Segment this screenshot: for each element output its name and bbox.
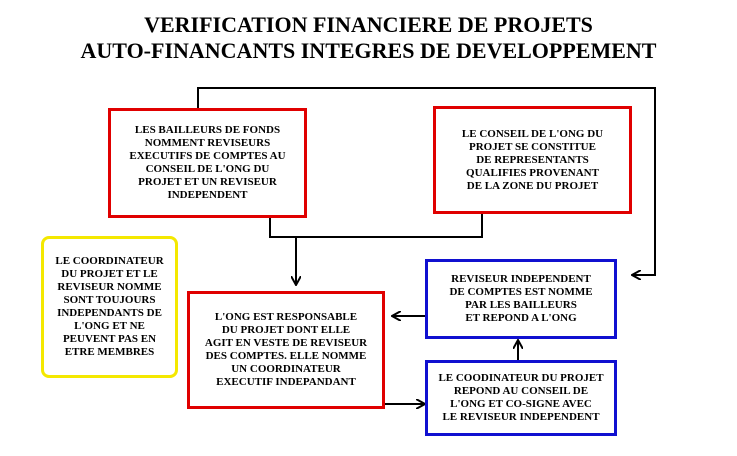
box-coordinateur-note: LE COORDINATEUR DU PROJET ET LE REVISEUR…	[41, 236, 178, 378]
connector-bailleurs-to-reviseur	[197, 87, 656, 275]
box-ong: L'ONG EST RESPONSABLE DU PROJET DONT ELL…	[187, 291, 385, 409]
page-title-line-2: AUTO-FINANCANTS INTEGRES DE DEVELOPPEMEN…	[80, 38, 657, 63]
page-title-line-1: VERIFICATION FINANCIERE DE PROJETS	[144, 12, 593, 37]
box-bailleurs: LES BAILLEURS DE FONDS NOMMENT REVISEURS…	[108, 108, 307, 218]
box-conseil: LE CONSEIL DE L'ONG DU PROJET SE CONSTIT…	[433, 106, 632, 214]
box-reviseur: REVISEUR INDEPENDENT DE COMPTES EST NOMM…	[425, 259, 617, 339]
connector-bailleurs-merge	[269, 214, 483, 238]
box-coodinateur: LE COODINATEUR DU PROJET REPOND AU CONSE…	[425, 360, 617, 436]
